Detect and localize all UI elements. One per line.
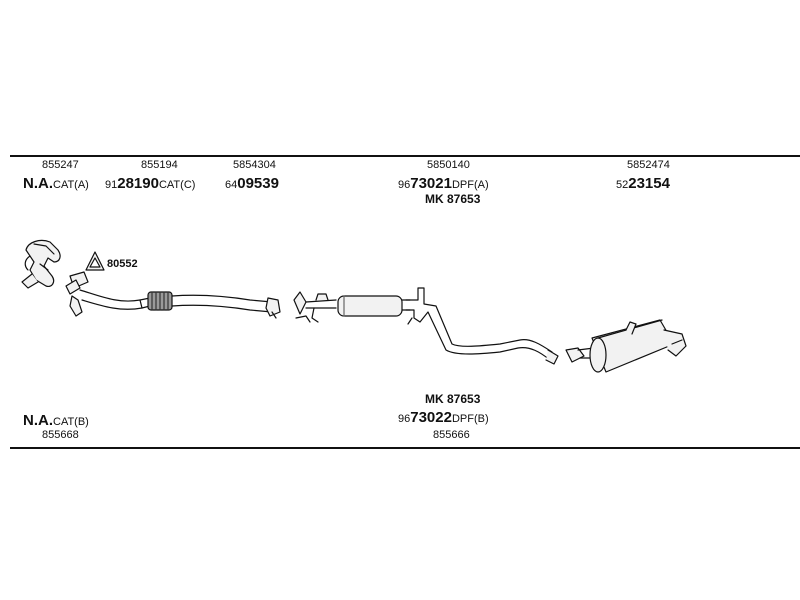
part-prefix: 52: [616, 179, 629, 191]
part-label-dpf-a: 9673021DPF(A): [398, 176, 489, 192]
part-code: N.A.: [23, 175, 53, 192]
part-code: 28190: [117, 175, 159, 192]
part-number-5850140: 5850140: [427, 159, 470, 171]
part-label-09539: 6409539: [225, 176, 279, 192]
intermediate-pipe-rear: [405, 287, 559, 365]
part-number-5854304: 5854304: [233, 159, 276, 171]
part-suffix: CAT(B): [53, 416, 89, 428]
bottom-rule: [10, 447, 800, 449]
part-label-cat-a: N.A.CAT(A): [23, 176, 89, 192]
rear-muffler: [565, 319, 687, 373]
part-prefix: 64: [225, 179, 238, 191]
part-suffix: DPF(B): [451, 413, 489, 425]
top-rule: [10, 155, 800, 157]
part-number-855668: 855668: [42, 429, 79, 441]
part-number-855194: 855194: [141, 159, 178, 171]
part-label-cat-b: N.A.CAT(B): [23, 413, 89, 429]
part-prefix: 96: [398, 413, 411, 425]
dpf-section: [293, 291, 411, 323]
part-label-cat-c: 9128190CAT(C): [105, 176, 195, 192]
part-label-23154: 5223154: [616, 176, 670, 192]
front-pipe: [65, 271, 151, 317]
part-code: 09539: [237, 175, 279, 192]
part-prefix: 91: [105, 179, 118, 191]
part-number-855247: 855247: [42, 159, 79, 171]
part-prefix: 96: [398, 179, 411, 191]
intermediate-pipe-front: [171, 294, 281, 319]
clamp-icon: [85, 251, 105, 271]
part-number-5852474: 5852474: [627, 159, 670, 171]
part-code: 23154: [628, 175, 670, 192]
part-label-dpf-b: 9673022DPF(B): [398, 410, 489, 426]
manifold-elbow: [21, 239, 61, 289]
part-number-855666: 855666: [433, 429, 470, 441]
part-code: 73021: [410, 175, 452, 192]
part-suffix: DPF(A): [451, 179, 489, 191]
part-code: N.A.: [23, 412, 53, 429]
part-suffix: CAT(A): [53, 179, 89, 191]
mounting-kit-label-bottom: MK 87653: [425, 392, 481, 406]
part-code: 73022: [410, 409, 452, 426]
flex-pipe: [147, 291, 173, 311]
part-suffix: CAT(C): [158, 179, 196, 191]
clamp-label: 80552: [107, 258, 138, 270]
mounting-kit-label-top: MK 87653: [425, 192, 481, 206]
